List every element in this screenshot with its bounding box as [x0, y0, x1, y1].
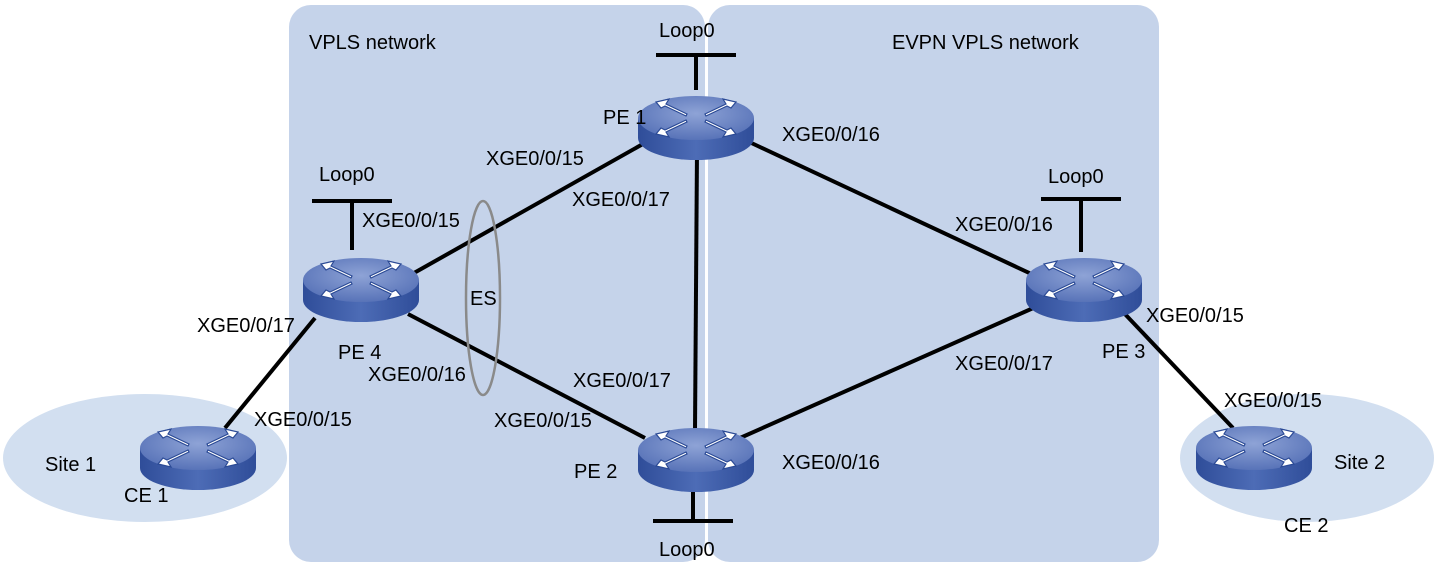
pe4-label: PE 4 — [338, 342, 381, 364]
pe2-loop0-label: Loop0 — [659, 539, 715, 561]
pe2-router-icon[interactable] — [637, 427, 755, 493]
es-label: ES — [470, 288, 497, 310]
link-pe1-pe2 — [693, 149, 699, 431]
pe1-if-to-pe2: XGE0/0/17 — [572, 189, 670, 211]
pe3-router-icon[interactable] — [1025, 257, 1143, 323]
pe3-loopback — [1041, 197, 1121, 252]
ce2-if-to-pe3: XGE0/0/15 — [1224, 390, 1322, 412]
link-pe4-pe2 — [407, 312, 646, 440]
site-2-label: Site 2 — [1334, 452, 1385, 474]
pe1-if-to-pe4: XGE0/0/15 — [486, 148, 584, 170]
pe4-if-to-pe2: XGE0/0/16 — [368, 364, 466, 386]
vpls-network-title: VPLS network — [309, 32, 437, 54]
pe1-if-to-pe3: XGE0/0/16 — [782, 124, 880, 146]
ce2-router-icon[interactable] — [1195, 425, 1313, 491]
pe4-router-icon[interactable] — [302, 257, 420, 323]
pe2-if-to-pe3: XGE0/0/16 — [782, 452, 880, 474]
ce1-router-icon[interactable] — [139, 425, 257, 491]
link-pe3-ce2 — [1121, 310, 1235, 430]
pe1-loop0-label: Loop0 — [659, 20, 715, 42]
ce1-label: CE 1 — [124, 485, 168, 507]
pe2-if-to-pe1: XGE0/0/17 — [573, 370, 671, 392]
es-ellipse — [464, 199, 502, 397]
pe3-if-to-pe2: XGE0/0/17 — [955, 353, 1053, 375]
pe1-router-icon[interactable] — [637, 95, 755, 161]
link-pe2-pe3 — [739, 303, 1041, 440]
evpn-vpls-network-region — [708, 5, 1159, 562]
pe4-loop0-label: Loop0 — [319, 164, 375, 186]
pe3-label: PE 3 — [1102, 341, 1145, 363]
link-pe1-pe3 — [744, 138, 1041, 280]
pe4-if-to-ce1: XGE0/0/17 — [197, 315, 295, 337]
pe4-if-to-pe1: XGE0/0/15 — [362, 210, 460, 232]
ce2-label: CE 2 — [1284, 515, 1328, 537]
evpn-vpls-network-title: EVPN VPLS network — [892, 32, 1080, 54]
link-pe1-pe4 — [397, 138, 651, 284]
site-1-label: Site 1 — [45, 454, 96, 476]
pe3-if-to-ce2: XGE0/0/15 — [1146, 305, 1244, 327]
pe1-label: PE 1 — [603, 107, 646, 129]
vpls-network-region — [289, 5, 705, 562]
pe3-loop0-label: Loop0 — [1048, 166, 1104, 188]
pe2-label: PE 2 — [574, 461, 617, 483]
ce1-if-to-pe4: XGE0/0/15 — [254, 409, 352, 431]
pe4-loopback — [312, 199, 392, 250]
pe2-if-to-pe4: XGE0/0/15 — [494, 410, 592, 432]
link-pe4-ce1 — [223, 316, 317, 430]
pe3-if-to-pe1: XGE0/0/16 — [955, 214, 1053, 236]
pe1-loopback — [656, 53, 736, 90]
